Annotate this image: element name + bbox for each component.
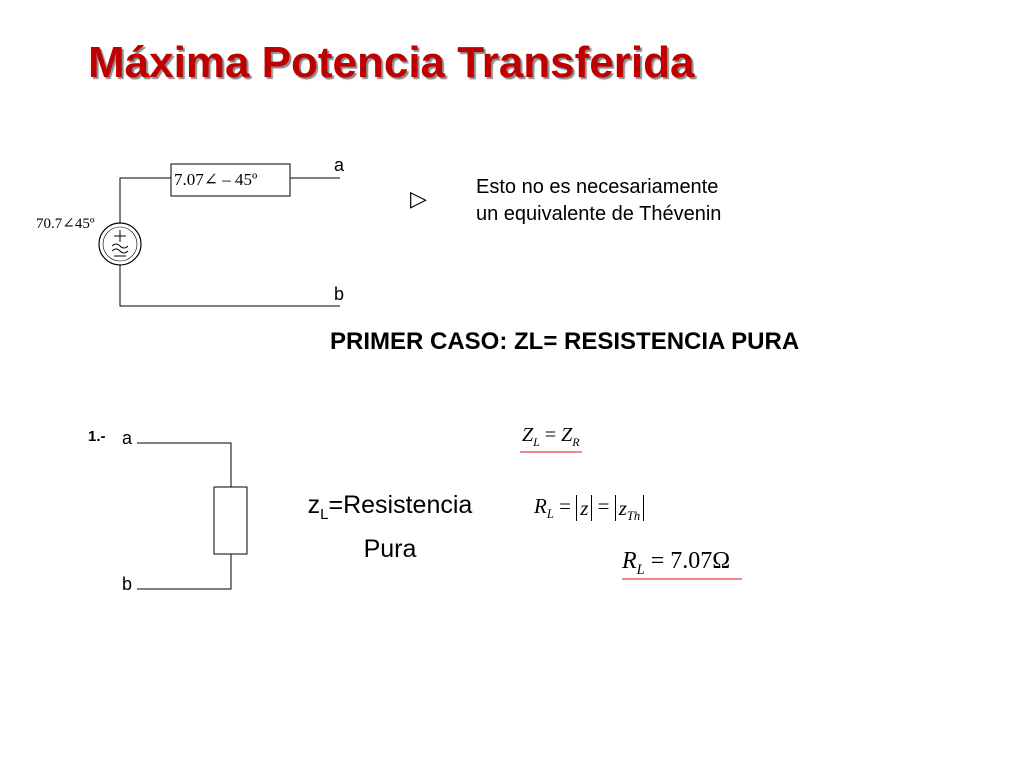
item-number: 1.- — [88, 428, 106, 445]
note-line2: un equivalente de Thévenin — [476, 203, 722, 225]
source-label: 70.7∠45º — [36, 216, 95, 232]
eq1-op: = — [544, 424, 557, 446]
impedance-label: 7.07∠ – 45º — [174, 170, 258, 189]
wire-resistor-to-b — [137, 554, 232, 590]
eq2-rhs-group: zTh — [614, 495, 645, 524]
eq1-rhs: Z — [561, 424, 573, 446]
wire-source-top — [119, 177, 171, 225]
equation-2: RL = z = zTh — [534, 494, 645, 524]
eq2-op1: = — [559, 494, 571, 518]
note-line1: Esto no es necesariamente — [476, 176, 719, 198]
equation-3: RL = 7.07Ω — [622, 548, 730, 579]
eq2-lhs-sub: L — [546, 507, 554, 522]
node-b2-label: b — [122, 574, 133, 594]
ac-source-icon — [98, 222, 142, 266]
eq3-op: = — [650, 548, 665, 574]
zl-sub: L — [320, 506, 329, 523]
bullet-icon: ▷ — [410, 186, 427, 211]
node-b-label: b — [334, 284, 345, 304]
zl-description: zL=Resistencia Pura — [294, 488, 486, 566]
eq2-rhs: z — [618, 496, 627, 521]
eq3-lhs-sub: L — [636, 561, 645, 578]
eq1-lhs: Z — [522, 424, 534, 446]
zl-line1: =Resistencia — [328, 491, 473, 519]
eq1-rhs-sub: R — [572, 435, 580, 449]
zl-line2: Pura — [363, 535, 417, 563]
wire-source-bottom — [119, 263, 340, 307]
circuit1-wires — [119, 177, 340, 307]
wire-a-to-resistor — [137, 442, 232, 487]
eq3-lhs: R — [622, 548, 637, 574]
equation-1: ZL = ZR — [522, 424, 580, 450]
node-a-label: a — [334, 155, 345, 175]
resistor-box — [213, 486, 248, 555]
impedance-box — [170, 163, 291, 197]
eq2-op2: = — [597, 494, 610, 518]
case-heading: PRIMER CASO: ZL= RESISTENCIA PURA — [330, 328, 800, 355]
note-text: Esto no es necesariamente un equivalente… — [476, 174, 721, 228]
circuit2-wires — [137, 442, 232, 590]
zl-prefix: z — [307, 491, 321, 519]
eq2-lhs: R — [534, 494, 547, 518]
node-a2-label: a — [122, 428, 133, 448]
eq2-rhs-sub: Th — [626, 509, 641, 524]
eq1-lhs-sub: L — [533, 435, 540, 449]
eq2-mid: z — [576, 495, 593, 522]
page-title: Máxima Potencia Transferida — [88, 38, 695, 87]
eq3-value: 7.07Ω — [670, 548, 731, 574]
